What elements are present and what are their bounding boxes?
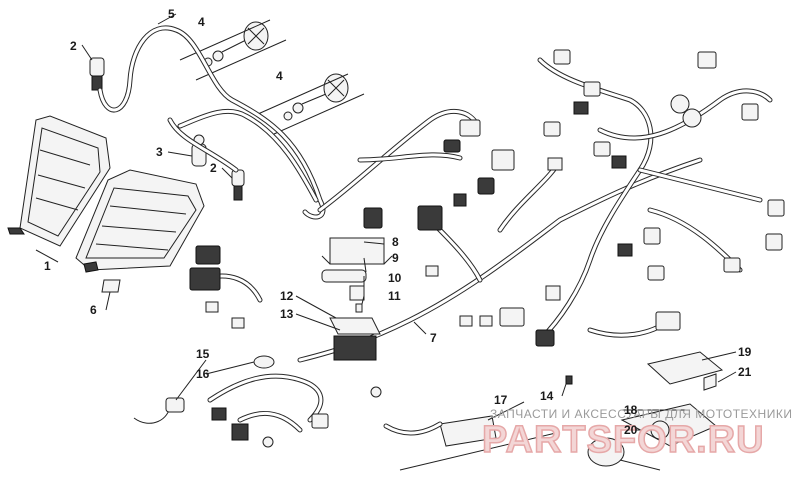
- connectors: [189, 49, 785, 448]
- watermark-tagline: ЗАПЧАСТИ И АКСЕССУАРЫ ДЛЯ МОТОТЕХНИКИ: [490, 407, 792, 421]
- callout-9: 9: [392, 251, 399, 265]
- callout-5: 5: [168, 7, 175, 21]
- relay: [349, 285, 365, 301]
- callout-19: 19: [738, 345, 752, 359]
- fuse: [355, 303, 363, 313]
- callout-4-lower: 4: [276, 69, 283, 83]
- bulb-socket-upper: [89, 57, 105, 91]
- adjuster-lower: [283, 73, 349, 121]
- callout-17: 17: [494, 393, 508, 407]
- callout-2-lower: 2: [210, 161, 217, 175]
- callout-11: 11: [388, 289, 401, 303]
- seal: [321, 269, 367, 283]
- clamp: [253, 355, 275, 369]
- headlight-left: [7, 115, 111, 247]
- screw: [565, 375, 573, 385]
- ignition-switch: [620, 403, 717, 447]
- callout-13: 13: [280, 307, 294, 321]
- callout-10: 10: [388, 271, 402, 285]
- headlight-sub-harness: [97, 25, 326, 220]
- callout-7: 7: [430, 331, 437, 345]
- ignition-key: [587, 437, 661, 471]
- callout-2-upper: 2: [70, 39, 77, 53]
- headlight-right: [75, 169, 205, 273]
- callout-20: 20: [624, 423, 638, 437]
- watermark-brand: PARTSFOR.RU: [482, 419, 765, 461]
- callout-6: 6: [90, 303, 97, 317]
- leader-lines: [35, 13, 737, 431]
- callout-4-upper: 4: [198, 15, 205, 29]
- callout-3: 3: [156, 145, 163, 159]
- fuse-block: [329, 317, 381, 361]
- callout-12: 12: [280, 289, 294, 303]
- callout-16: 16: [196, 367, 210, 381]
- callout-labels: 1 2 2 3 4 4 5 6 7 8 9 10 11 12 13 15 16 …: [44, 7, 752, 437]
- callout-15: 15: [196, 347, 210, 361]
- callout-14: 14: [540, 389, 554, 403]
- bulb-socket-lower: [231, 169, 245, 201]
- connector-cap: [133, 397, 185, 424]
- control-module: [383, 415, 497, 447]
- callout-18: 18: [624, 403, 638, 417]
- adjuster-upper: [203, 21, 269, 67]
- callout-1: 1: [44, 259, 51, 273]
- callout-21: 21: [738, 365, 752, 379]
- relay-cover: [321, 237, 393, 265]
- adjuster-leader-box-lower: [257, 73, 365, 135]
- clip: [101, 279, 121, 293]
- callout-8: 8: [392, 235, 399, 249]
- module-leader-line: [399, 431, 561, 471]
